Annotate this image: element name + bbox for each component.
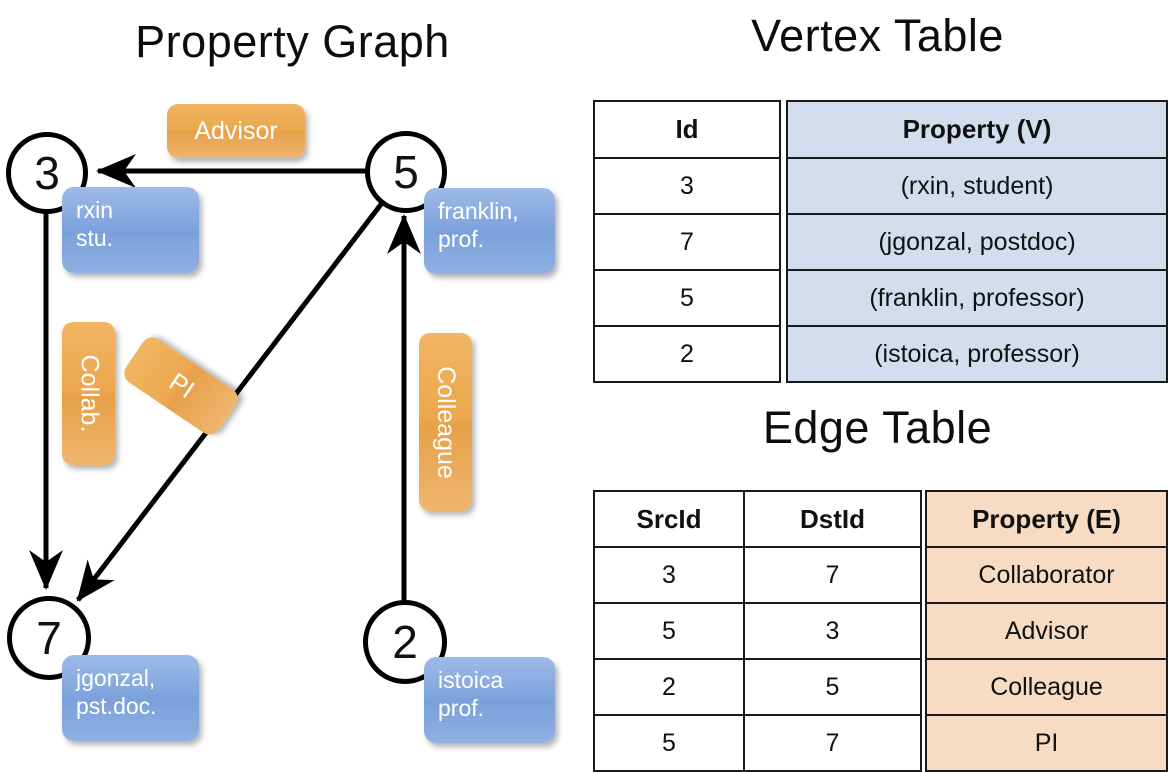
node-property-jgonzal-line2: pst.doc. [76, 693, 157, 720]
table-row: 2 [593, 325, 781, 383]
section-title-edge-table: Edge Table [762, 402, 993, 453]
node-property-istoica-line2: prof. [438, 695, 485, 722]
node-property-rxin-line2: stu. [76, 225, 114, 252]
section-title-vertex-table: Vertex Table [751, 10, 1004, 61]
edge-table-id-columns: SrcId DstId 3 7 5 3 2 5 5 7 [593, 490, 922, 772]
page-title-property-graph: Property Graph [135, 16, 450, 67]
edge-label-collab-text: Collab. [75, 354, 104, 433]
table-row: (rxin, student) [786, 157, 1168, 215]
vertex-row-3-property: (istoica, professor) [786, 325, 1168, 383]
graph-node-2-id: 2 [392, 616, 418, 668]
node-property-franklin-line1: franklin, [438, 198, 519, 224]
edge-row-3-property: PI [925, 714, 1168, 772]
table-row: 5 3 [593, 602, 922, 660]
table-row: 5 [593, 269, 781, 327]
node-property-rxin-line1: rxin [76, 197, 114, 223]
table-row: 3 [593, 157, 781, 215]
edge-row-0-dst: 7 [743, 546, 922, 604]
vertex-row-2-property: (franklin, professor) [786, 269, 1168, 327]
table-header-row: Id [593, 100, 781, 159]
edge-row-0-src: 3 [593, 546, 745, 604]
graph-node-7-id: 7 [36, 612, 62, 664]
edge-label-pi-text: PI [163, 367, 199, 404]
edge-table-property-column: Property (E) Collaborator Advisor Collea… [925, 490, 1168, 772]
node-property-franklin-line2: prof. [438, 226, 485, 253]
table-row: PI [925, 714, 1168, 772]
vertex-row-0-id: 3 [593, 157, 781, 215]
vertex-row-0-property: (rxin, student) [786, 157, 1168, 215]
node-property-istoica-line1: istoica [438, 667, 504, 693]
edge-table-header-srcid: SrcId [593, 490, 745, 548]
table-header-row: Property (V) [786, 100, 1168, 159]
edge-row-0-property: Collaborator [925, 546, 1168, 604]
table-row: (franklin, professor) [786, 269, 1168, 327]
table-row: 2 5 [593, 658, 922, 716]
graph-node-3-id: 3 [34, 147, 60, 199]
table-row: Advisor [925, 602, 1168, 660]
edge-row-3-dst: 7 [743, 714, 922, 772]
table-row: 5 7 [593, 714, 922, 772]
node-property-jgonzal-line1: jgonzal, [76, 665, 156, 691]
property-graph-diagram: Advisor Collab. PI Colleague 3 rxin stu.… [0, 0, 585, 760]
table-header-row: SrcId DstId [593, 490, 922, 548]
edge-row-2-property: Colleague [925, 658, 1168, 716]
table-row: (istoica, professor) [786, 325, 1168, 383]
edge-row-3-src: 5 [593, 714, 745, 772]
edge-row-1-property: Advisor [925, 602, 1168, 660]
vertex-row-1-property: (jgonzal, postdoc) [786, 213, 1168, 271]
node-property-box-jgonzal: jgonzal, pst.doc. [62, 655, 199, 741]
edge-row-2-src: 2 [593, 658, 745, 716]
node-property-box-rxin: rxin stu. [62, 187, 199, 273]
table-row: 3 7 [593, 546, 922, 604]
vertex-row-3-id: 2 [593, 325, 781, 383]
table-row: Colleague [925, 658, 1168, 716]
vertex-table-property-column: Property (V) (rxin, student) (jgonzal, p… [786, 100, 1168, 383]
edge-label-colleague: Colleague [419, 333, 472, 511]
edge-table-header-dstid: DstId [743, 490, 922, 548]
edge-table-header-property: Property (E) [925, 490, 1168, 548]
node-property-box-istoica: istoica prof. [424, 657, 555, 743]
edge-label-collab: Collab. [62, 322, 115, 465]
graph-node-5-id: 5 [393, 146, 419, 198]
graph-node-5[interactable]: 5 [365, 131, 447, 213]
edge-row-1-dst: 3 [743, 602, 922, 660]
vertex-table-header-id: Id [593, 100, 781, 159]
vertex-table-header-property: Property (V) [786, 100, 1168, 159]
graph-node-2[interactable]: 2 [363, 600, 447, 684]
table-row: (jgonzal, postdoc) [786, 213, 1168, 271]
vertex-row-1-id: 7 [593, 213, 781, 271]
table-header-row: Property (E) [925, 490, 1168, 548]
edge-label-advisor-text: Advisor [194, 116, 278, 145]
edge-row-1-src: 5 [593, 602, 745, 660]
edge-row-2-dst: 5 [743, 658, 922, 716]
vertex-row-2-id: 5 [593, 269, 781, 327]
table-row: 7 [593, 213, 781, 271]
edge-label-colleague-text: Colleague [432, 365, 460, 479]
node-property-box-franklin: franklin, prof. [424, 188, 555, 274]
vertex-table-id-column: Id 3 7 5 2 [593, 100, 781, 383]
edge-label-advisor: Advisor [167, 104, 305, 158]
table-row: Collaborator [925, 546, 1168, 604]
